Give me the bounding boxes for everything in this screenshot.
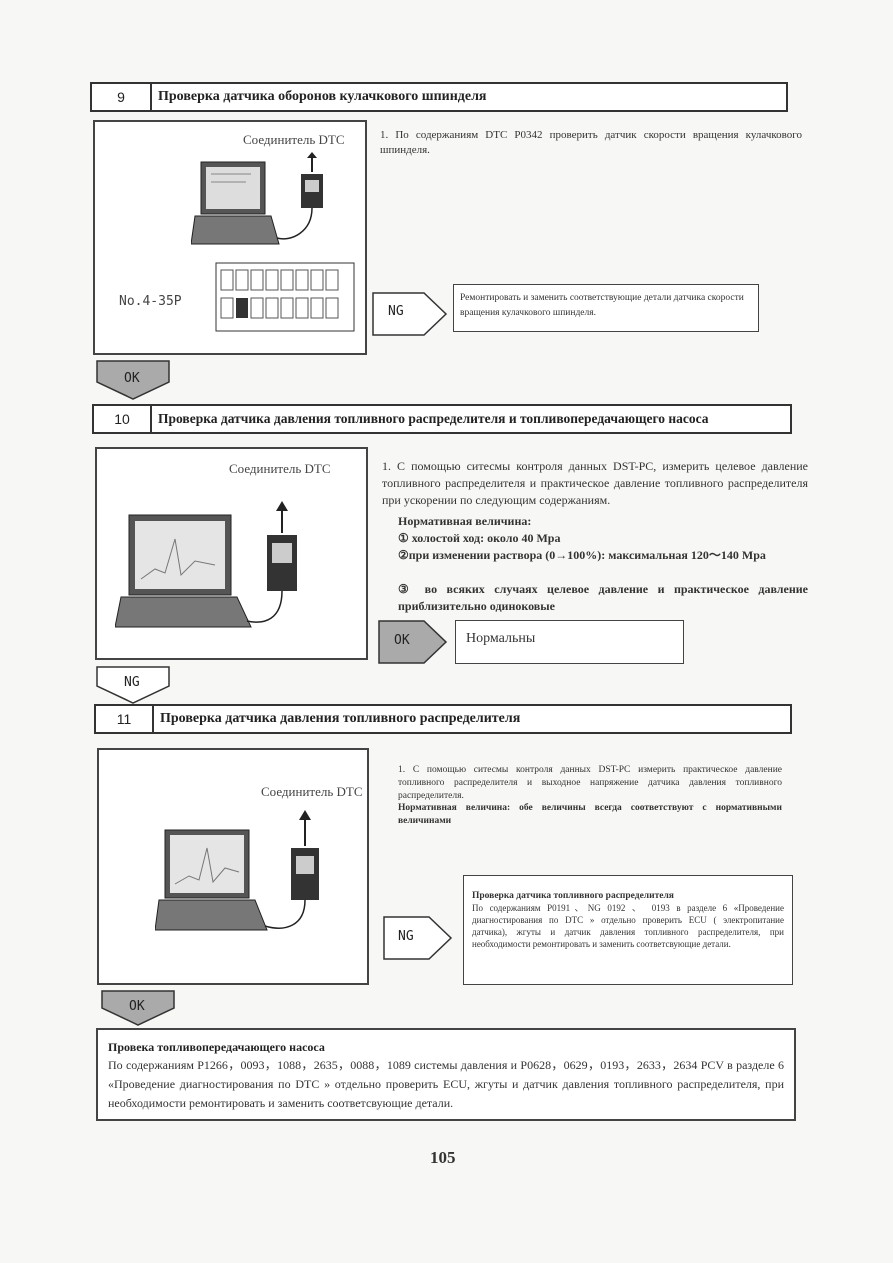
laptop-with-dtc-connector-image	[191, 152, 323, 245]
step-10-instruction: 1. С помощью ситесмы контроля данных DST…	[382, 459, 808, 507]
ok-right-arrow-icon	[378, 620, 448, 664]
step-number: 11	[96, 706, 154, 732]
norm-title: Нормативная величина:	[398, 514, 532, 528]
step-11-header: 11 Проверка датчика давления топливного …	[94, 704, 792, 734]
step-number: 10	[94, 406, 152, 432]
ok-label: OK	[124, 371, 140, 386]
page-number: 105	[430, 1148, 456, 1167]
connector-label: Соединитель DTC	[243, 132, 345, 147]
ng-action-text: Ремонтировать и заменить соответствующие…	[460, 293, 744, 318]
ok-label: OK	[129, 999, 145, 1014]
ok-result-text: Нормальны	[466, 631, 536, 646]
connector-label: Соединитель DTC	[261, 784, 363, 799]
step-9-illustration: Соединитель DTC No.4-35P	[93, 120, 367, 355]
pump-check-box: Провека топливопередачающего насоса По с…	[96, 1028, 796, 1121]
norm-item-1: ① холостой ход: около 40 Mpa	[398, 531, 561, 545]
ng-label: NG	[388, 304, 404, 319]
ok-label: OK	[394, 633, 410, 648]
ng-label: NG	[398, 929, 414, 944]
reference-label: No.4-35P	[119, 294, 182, 309]
connector-label: Соединитель DTC	[229, 461, 331, 476]
step-11-illustration: Соединитель DTC	[97, 748, 369, 985]
step-11-norm: Нормативная величина: обе величины всегд…	[398, 803, 782, 826]
step-title: Проверка датчика оборонов кулачкового шп…	[158, 89, 487, 104]
pump-check-title: Провека топливопередачающего насоса	[108, 1040, 325, 1054]
step-10-header: 10 Проверка датчика давления топливного …	[92, 404, 792, 434]
ok-down-arrow-icon	[101, 990, 175, 1026]
step-title: Проверка датчика давления топливного рас…	[158, 411, 709, 426]
step-9-header: 9 Проверка датчика оборонов кулачкового …	[90, 82, 788, 112]
step-11-ng-action: Проверка датчика топливного распределите…	[463, 875, 793, 985]
step-10-ok-result: Нормальны	[455, 620, 684, 664]
ng-arrow-icon	[383, 916, 453, 960]
ng-action-text: По содержаниям P0191、NG 0192 、 0193 в ра…	[472, 903, 784, 949]
laptop-with-dtc-connector-image	[155, 810, 319, 931]
step-11-instruction: 1. С помощью ситесмы контроля данных DST…	[398, 765, 782, 801]
ng-label: NG	[124, 675, 140, 690]
step-title: Проверка датчика давления топливного рас…	[160, 711, 521, 726]
norm-item-2: ②при изменении раствора (0→100%): максим…	[398, 548, 766, 562]
step-9-instruction: 1. По содержаниям DTC P0342 проверить да…	[380, 129, 802, 156]
step-10-illustration: Соединитель DTC	[95, 447, 368, 660]
laptop-with-dtc-connector-image	[115, 501, 297, 628]
norm-item-3: ③ во всяких случаях целевое давление и п…	[398, 582, 808, 613]
fuse-box-diagram	[215, 262, 355, 332]
ng-down-arrow-icon	[96, 666, 170, 704]
pump-check-text: По содержаниям P1266，0093，1088，2635，0088…	[108, 1058, 784, 1110]
step-9-ng-action: Ремонтировать и заменить соответствующие…	[453, 284, 759, 332]
ng-action-title: Проверка датчика топливного распределите…	[472, 891, 674, 901]
step-number: 9	[92, 84, 152, 110]
ng-arrow-icon	[372, 292, 448, 336]
ok-down-arrow-icon	[96, 360, 170, 400]
